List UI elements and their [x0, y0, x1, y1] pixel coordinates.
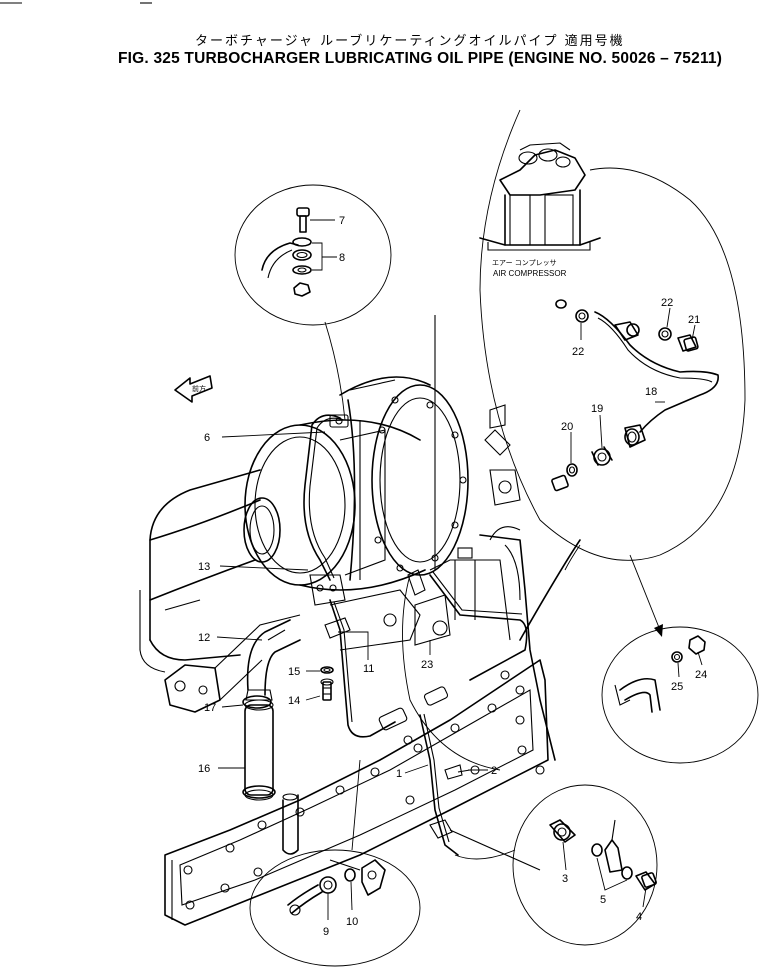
- detail-air-compressor: エアー コンプレッサ AIR COMPRESSOR: [479, 109, 746, 571]
- callout-6: 6: [204, 432, 210, 444]
- callout-17: 17: [204, 702, 216, 714]
- air-compressor-label: AIR COMPRESSOR: [493, 269, 567, 278]
- front-arrow-label: 前方: [192, 384, 206, 393]
- callout-19: 19: [591, 403, 603, 415]
- callout-11: 11: [363, 663, 374, 675]
- head-bolts: [183, 670, 545, 910]
- callout-20: 20: [561, 421, 573, 433]
- callout-2: 2: [491, 765, 497, 777]
- callout-12: 12: [198, 632, 210, 644]
- callout-21: 21: [688, 314, 700, 326]
- detail-loop-23: [402, 574, 501, 771]
- callout-8: 8: [339, 252, 345, 264]
- callout-10: 10: [346, 916, 358, 928]
- bolt-washer-14-15: [320, 666, 334, 701]
- callout-22-lower: 22: [572, 346, 584, 358]
- callout-9: 9: [323, 926, 329, 938]
- detail-fitting-24-25: [601, 626, 759, 764]
- turbocharger: [149, 376, 521, 651]
- callout-4: 4: [636, 911, 642, 923]
- callout-5: 5: [600, 894, 606, 906]
- figure-title-japanese: ターボチャージャ ルーブリケーティングオイルパイプ 適用号機: [195, 34, 625, 49]
- callout-13: 13: [198, 561, 210, 573]
- callout-7: 7: [339, 215, 345, 227]
- callout-22-top: 22: [661, 297, 673, 309]
- detail-fitting-3-4-5: [454, 784, 658, 946]
- callouts: 7 8 6 13 12 11 15 14 17 16 23 2: [198, 215, 707, 938]
- detail-arrow-24-25: [629, 554, 663, 637]
- oil-pipes: [246, 414, 581, 856]
- figure-title: FIG. 325 TURBOCHARGER LUBRICATING OIL PI…: [118, 50, 723, 67]
- front-direction-arrow: 前方: [174, 375, 213, 403]
- turbine-bolts: [374, 396, 467, 572]
- callout-24: 24: [695, 669, 707, 681]
- callout-14: 14: [288, 695, 300, 707]
- callout-25: 25: [671, 681, 683, 693]
- callout-16: 16: [198, 763, 210, 775]
- air-compressor-label-jp: エアー コンプレッサ: [492, 259, 557, 267]
- detail-bolt-7-8: [234, 184, 392, 421]
- callout-23: 23: [421, 659, 433, 671]
- callout-18: 18: [645, 386, 657, 398]
- callout-3: 3: [562, 873, 568, 885]
- callout-1: 1: [396, 768, 402, 780]
- hose-assembly: [242, 689, 276, 801]
- callout-15: 15: [288, 666, 300, 678]
- engine-block: [139, 315, 556, 926]
